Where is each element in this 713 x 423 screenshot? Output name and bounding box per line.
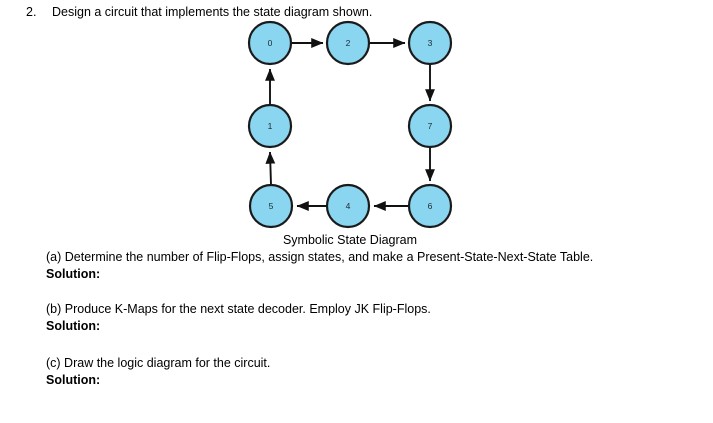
state-diagram: 0 2 3 7 6 4 5 1 <box>230 14 470 234</box>
part-c-prompt: (c) Draw the logic diagram for the circu… <box>46 356 271 370</box>
diagram-caption: Symbolic State Diagram <box>282 233 418 247</box>
state-node-7-label: 7 <box>428 121 433 131</box>
state-node-1-label: 1 <box>268 121 273 131</box>
part-a-prompt: (a) Determine the number of Flip-Flops, … <box>46 250 594 264</box>
state-node-3[interactable]: 3 <box>407 20 453 66</box>
question-number: 2. <box>26 5 37 19</box>
part-b-prompt: (b) Produce K-Maps for the next state de… <box>46 302 431 316</box>
state-node-1[interactable]: 1 <box>247 103 293 149</box>
state-node-4[interactable]: 4 <box>325 183 371 229</box>
part-b: (b) Produce K-Maps for the next state de… <box>46 301 686 335</box>
question-line: 2. Design a circuit that implements the s… <box>26 4 686 20</box>
state-node-6-label: 6 <box>428 201 433 211</box>
state-node-2-label: 2 <box>346 38 351 48</box>
part-a: (a) Determine the number of Flip-Flops, … <box>46 249 686 283</box>
state-node-3-label: 3 <box>428 38 433 48</box>
part-c: (c) Draw the logic diagram for the circu… <box>46 355 686 389</box>
question-text: Design a circuit that implements the sta… <box>52 5 373 19</box>
state-node-5[interactable]: 5 <box>248 183 294 229</box>
part-c-solution-label: Solution: <box>46 373 101 387</box>
state-node-2[interactable]: 2 <box>325 20 371 66</box>
state-node-7[interactable]: 7 <box>407 103 453 149</box>
state-node-0-label: 0 <box>268 38 273 48</box>
state-node-5-label: 5 <box>269 201 274 211</box>
edge-5-to-1 <box>265 151 276 186</box>
part-a-solution-label: Solution: <box>46 267 101 281</box>
state-node-0[interactable]: 0 <box>247 20 293 66</box>
state-node-6[interactable]: 6 <box>407 183 453 229</box>
state-node-4-label: 4 <box>346 201 351 211</box>
part-b-solution-label: Solution: <box>46 319 101 333</box>
